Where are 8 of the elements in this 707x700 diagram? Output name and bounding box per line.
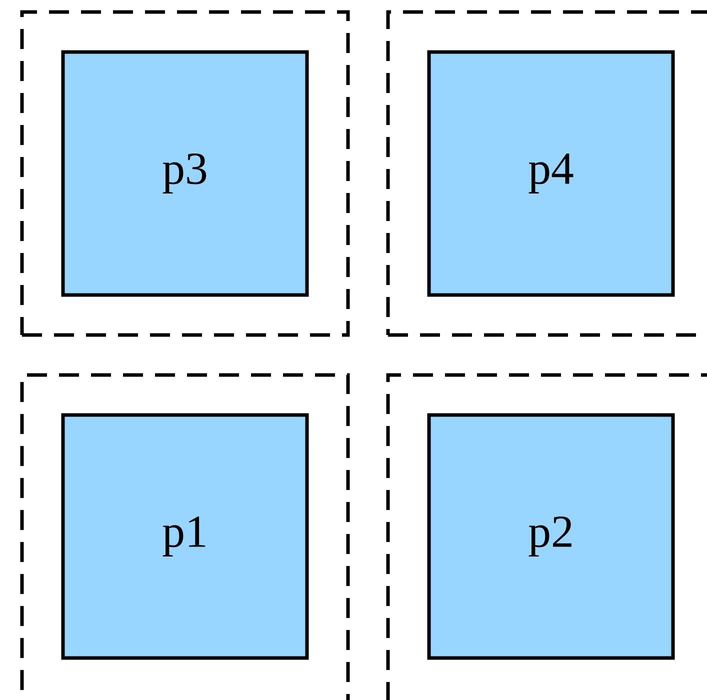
- nested-box: p1: [61, 413, 309, 660]
- nested-box: p3: [61, 50, 309, 297]
- nested-box: p2: [427, 413, 675, 660]
- nested-box: p4: [427, 50, 675, 297]
- dashed-frame: [20, 373, 350, 700]
- dashed-frame: [386, 10, 707, 337]
- dashed-frame: [20, 10, 350, 337]
- dashed-frame: [386, 373, 707, 700]
